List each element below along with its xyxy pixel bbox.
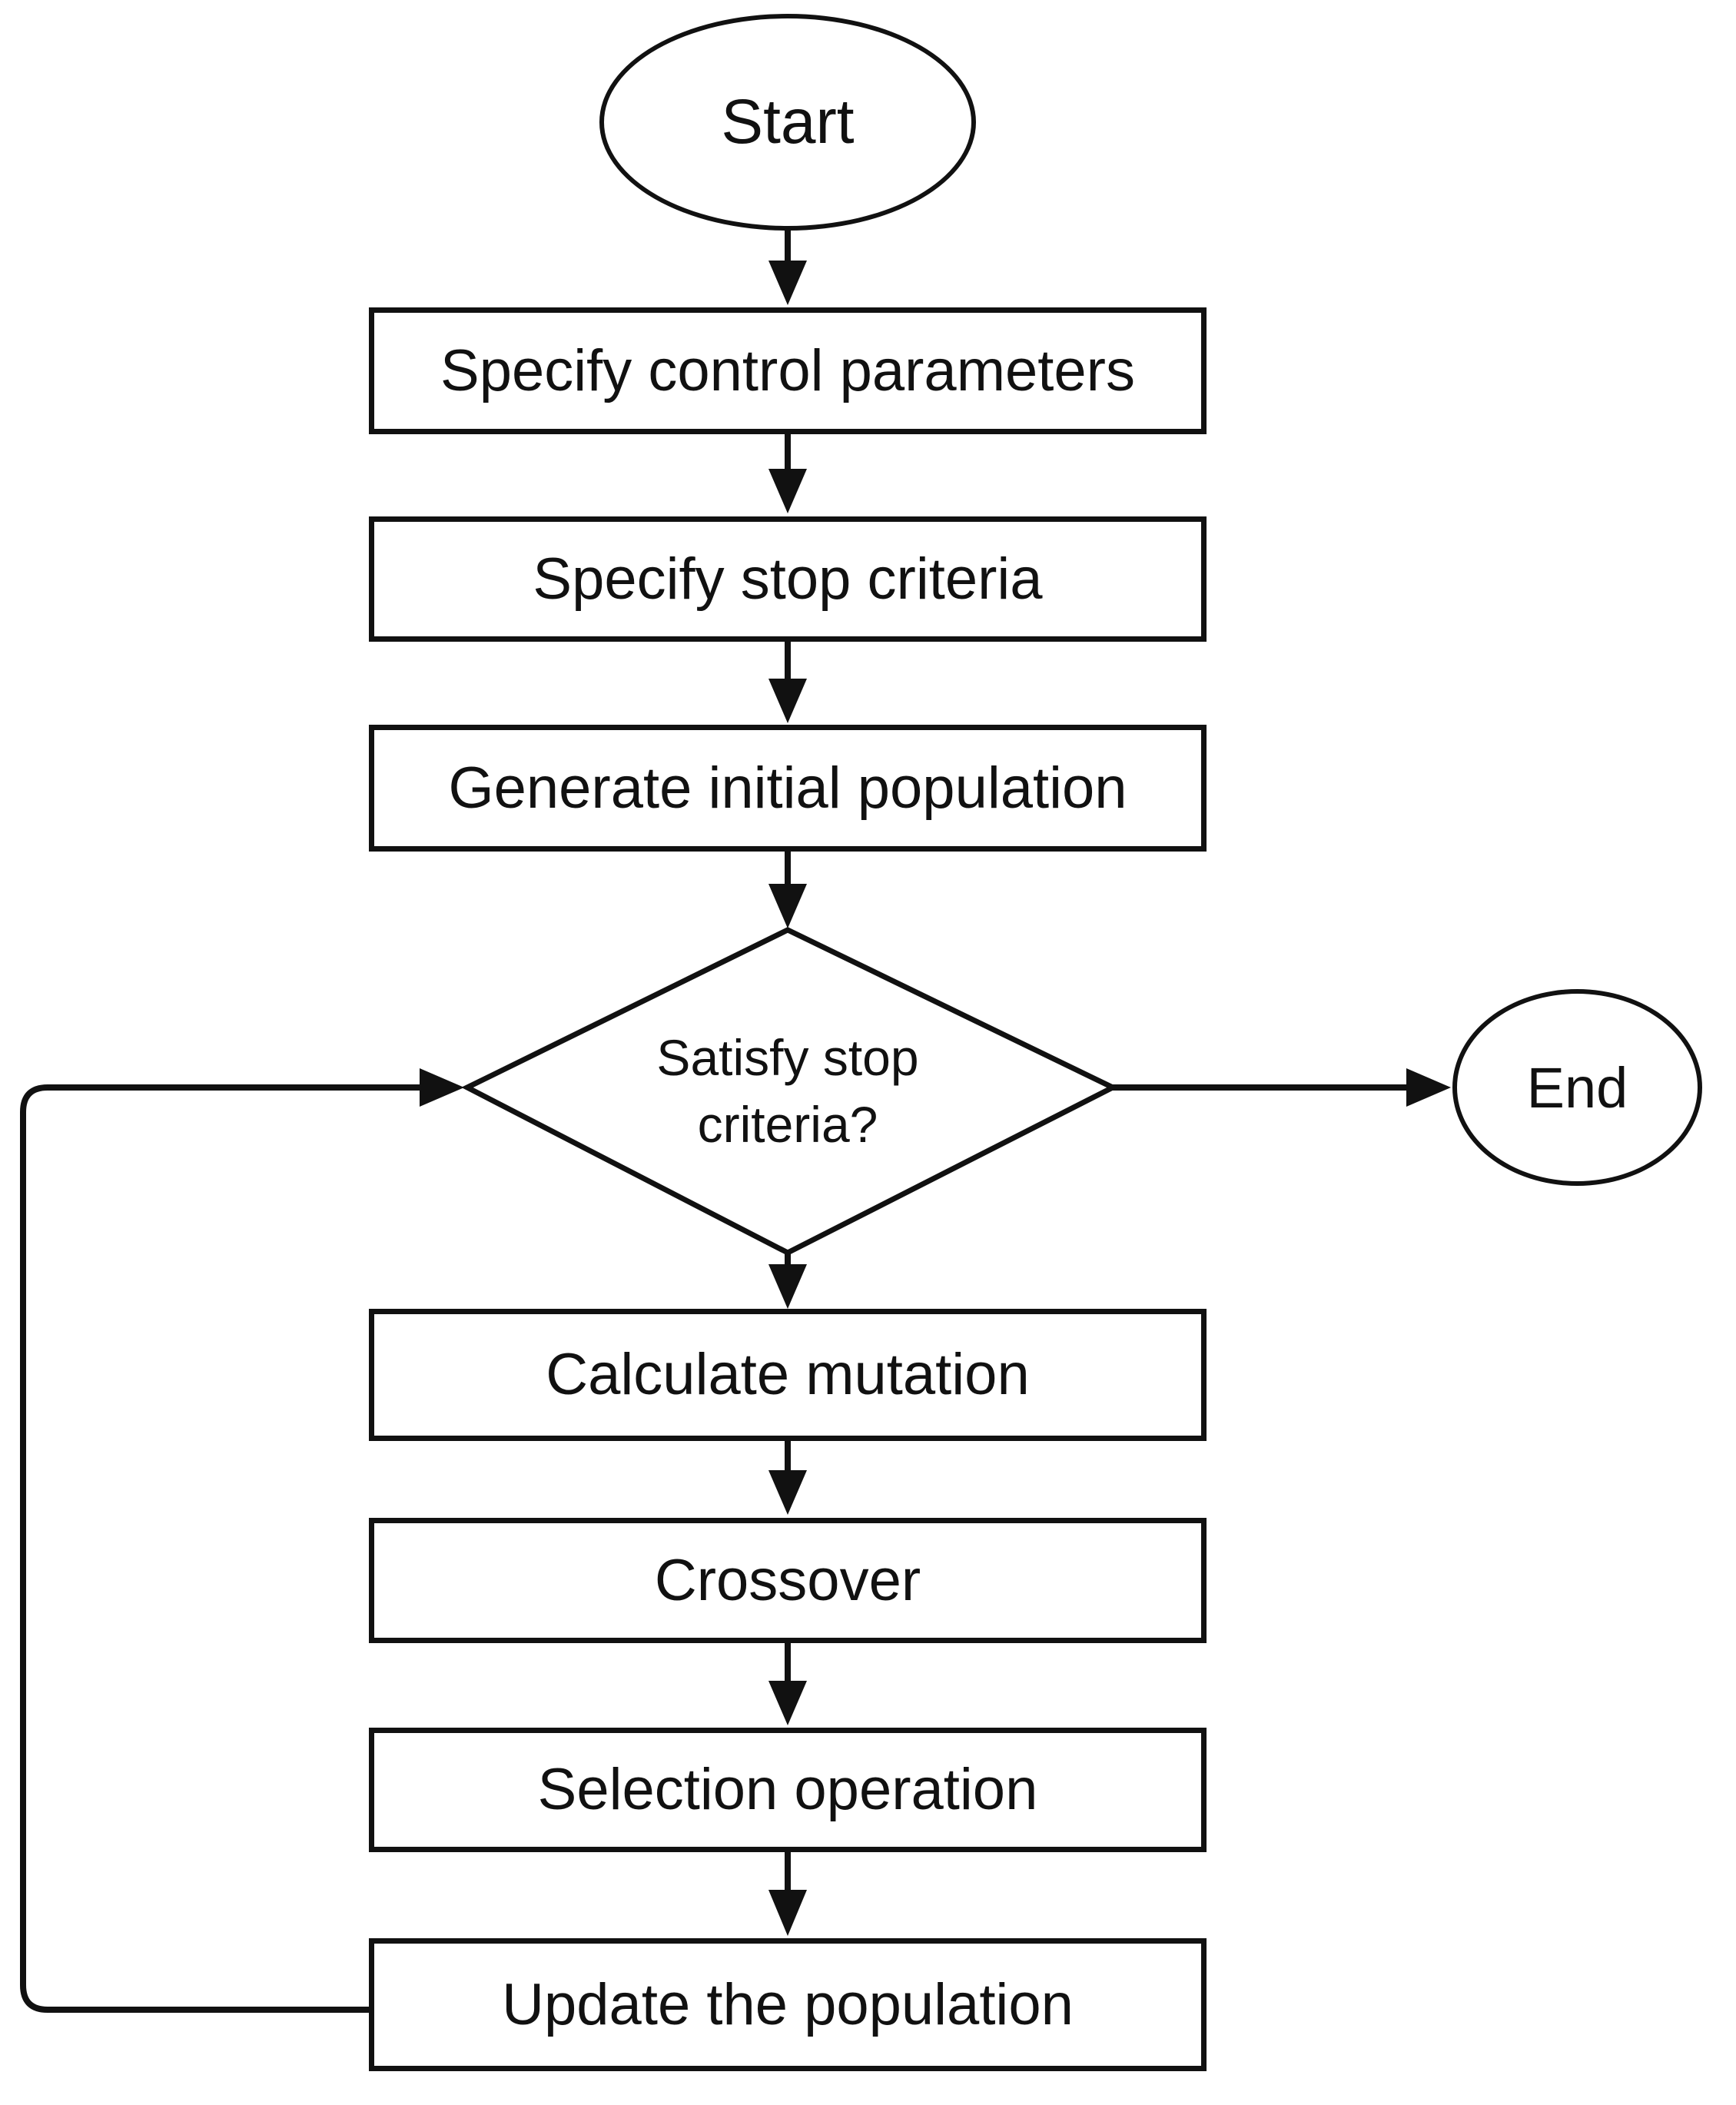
process-specify-stop-criteria: Specify stop criteria xyxy=(369,516,1207,642)
end-node-label: End xyxy=(1526,1055,1628,1120)
process-specify-stop-criteria-label: Specify stop criteria xyxy=(533,546,1043,612)
process-calculate-mutation: Calculate mutation xyxy=(369,1309,1207,1441)
arrow-specify-stop-to-generate-population xyxy=(768,642,807,723)
arrow-start-to-specify-control xyxy=(768,230,807,305)
end-node: End xyxy=(1452,989,1702,1186)
process-generate-initial-population-label: Generate initial population xyxy=(448,755,1127,821)
process-selection-operation-label: Selection operation xyxy=(537,1757,1038,1823)
process-selection-operation: Selection operation xyxy=(369,1728,1207,1852)
arrow-crossover-to-selection xyxy=(768,1643,807,1725)
process-specify-control-parameters-label: Specify control parameters xyxy=(440,337,1135,403)
arrow-decision-to-calculate-mutation xyxy=(768,1253,807,1309)
decision-label-line1: Satisfy stop xyxy=(656,1028,919,1086)
process-update-the-population: Update the population xyxy=(369,1938,1207,2071)
process-specify-control-parameters: Specify control parameters xyxy=(369,307,1207,434)
decision-satisfy-stop-criteria: Satisfy stop criteria? xyxy=(557,995,1018,1187)
process-calculate-mutation-label: Calculate mutation xyxy=(546,1342,1030,1408)
arrow-selection-to-update-population xyxy=(768,1852,807,1936)
process-update-the-population-label: Update the population xyxy=(502,1971,1074,2037)
process-crossover: Crossover xyxy=(369,1518,1207,1643)
loopback-update-population-to-decision xyxy=(20,1068,464,2013)
start-node-label: Start xyxy=(721,87,855,157)
arrow-decision-to-end xyxy=(1113,1068,1451,1107)
process-crossover-label: Crossover xyxy=(654,1547,921,1613)
start-node: Start xyxy=(599,14,976,231)
decision-label-line2: criteria? xyxy=(697,1096,878,1153)
arrow-calculate-mutation-to-crossover xyxy=(768,1441,807,1515)
arrow-specify-control-to-specify-stop xyxy=(768,434,807,513)
process-generate-initial-population: Generate initial population xyxy=(369,725,1207,852)
arrow-generate-population-to-decision xyxy=(768,852,807,928)
